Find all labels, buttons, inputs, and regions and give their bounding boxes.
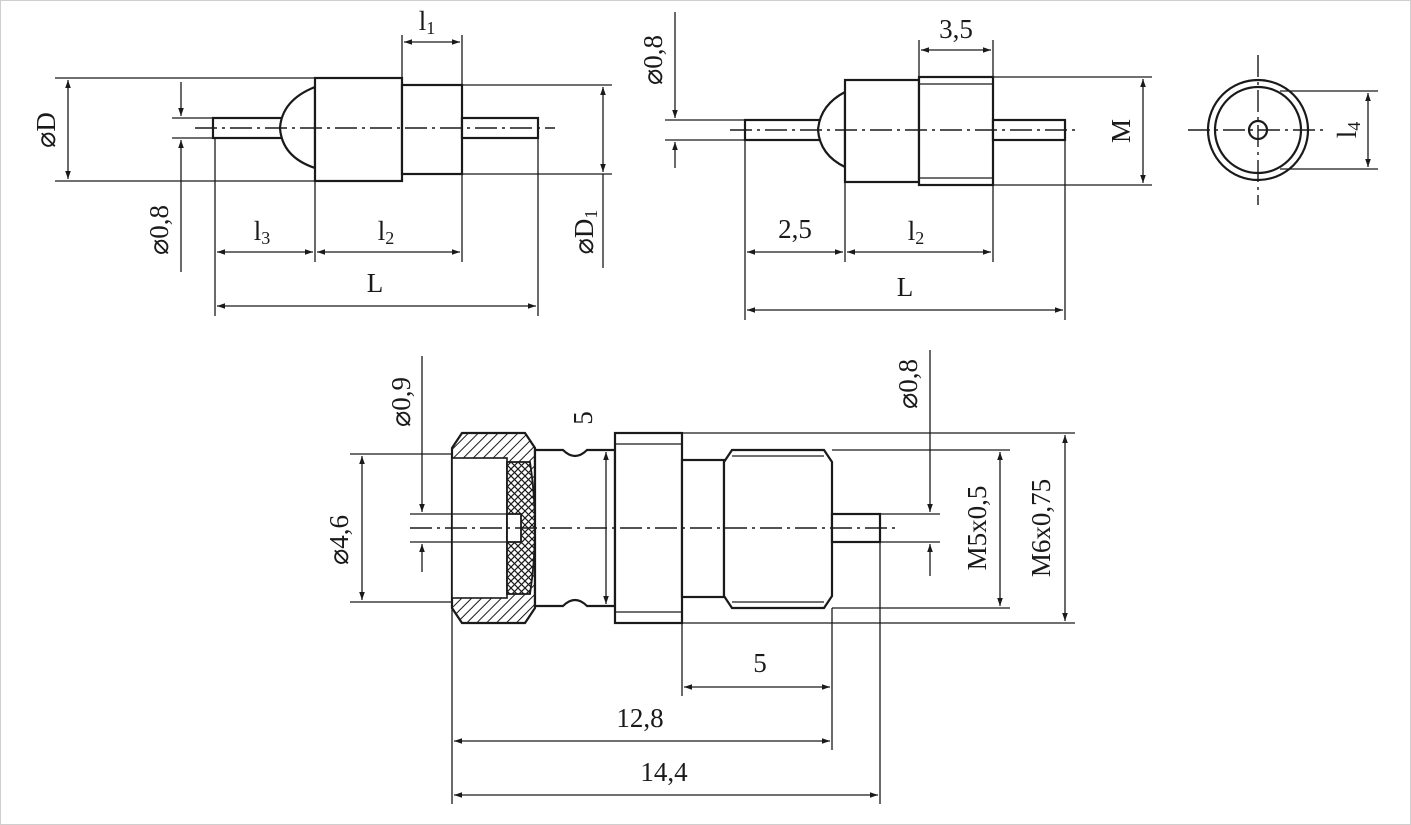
dia-08-label: ⌀0,8 — [638, 35, 668, 85]
dia-46-label: ⌀4,6 — [324, 515, 354, 565]
L-label: L — [897, 272, 914, 302]
dia-D-label: ⌀D — [31, 112, 61, 148]
dim-25-label: 2,5 — [778, 214, 812, 244]
dia-08-label: ⌀0,8 — [893, 359, 923, 409]
body-small — [400, 83, 464, 176]
dim-128-label: 12,8 — [616, 703, 663, 733]
M-label: M — [1106, 119, 1136, 143]
l2-label: l2 — [378, 216, 395, 248]
dia-09-label: ⌀0,9 — [386, 377, 416, 427]
dim-35-label: 3,5 — [939, 14, 973, 44]
thread-m6-label: M6x0,75 — [1026, 479, 1056, 577]
top-middle-view: ⌀0,8 3,5 M 2,5 l2 L — [638, 12, 1152, 320]
thread-m5-label: M5x0,5 — [962, 486, 992, 571]
thread-m5 — [722, 448, 834, 610]
top-left-view: ⌀D ⌀0,8 l1 ⌀D1 l3 l2 L — [31, 6, 612, 316]
l1-label: l1 — [419, 6, 436, 38]
dim-5-label: 5 — [753, 648, 767, 678]
dim-5-vertical-label: 5 — [568, 411, 598, 425]
body-large — [843, 78, 921, 184]
l4-label: l4 — [1332, 122, 1364, 139]
l3-label: l3 — [254, 216, 271, 248]
threaded-section — [917, 75, 995, 187]
body-large — [313, 76, 404, 183]
dia-08-label: ⌀0,8 — [144, 205, 174, 255]
bottom-view: ⌀0,9 ⌀4,6 5 ⌀0,8 M5x0,5 M6x0,75 5 — [324, 350, 1075, 804]
end-view: l4 — [1188, 55, 1378, 205]
dia-D1-label: ⌀D1 — [569, 210, 601, 255]
L-label: L — [367, 268, 384, 298]
l2-label: l2 — [908, 216, 925, 248]
dim-144-label: 14,4 — [640, 757, 688, 787]
